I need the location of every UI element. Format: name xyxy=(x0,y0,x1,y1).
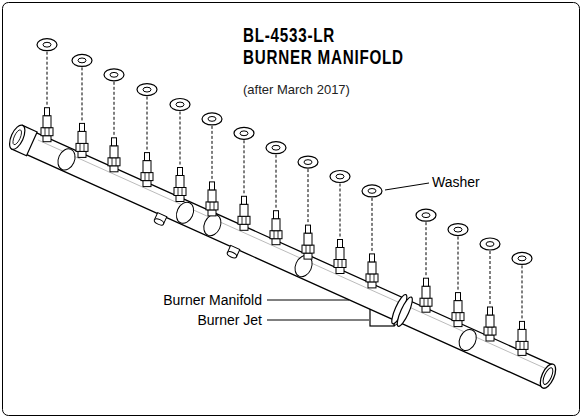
pipe-end xyxy=(537,362,559,391)
part-label: Washer xyxy=(432,174,480,190)
jet xyxy=(37,39,57,142)
jet xyxy=(480,238,500,341)
pipe-opening xyxy=(541,366,555,385)
diagram-title: BL-4533-LR BURNER MANIFOLD xyxy=(243,24,406,68)
jet xyxy=(512,252,532,355)
jet xyxy=(234,127,254,230)
pipe-group xyxy=(3,120,560,398)
part-label: Burner Jet xyxy=(197,312,262,328)
jet xyxy=(202,113,222,216)
date-note: (after March 2017) xyxy=(243,82,350,98)
leader-line xyxy=(267,300,349,301)
frame xyxy=(3,3,580,416)
elbow-end xyxy=(6,123,28,152)
pipe-highlight xyxy=(38,140,545,368)
elbow-opening xyxy=(11,129,23,146)
leader-line xyxy=(385,183,429,190)
side-port-end xyxy=(226,250,237,259)
plate xyxy=(173,199,197,226)
jet xyxy=(137,84,157,187)
side-port-end xyxy=(153,218,164,227)
jet xyxy=(448,224,468,327)
jet xyxy=(170,99,190,202)
jet xyxy=(266,142,286,245)
jet xyxy=(298,156,318,259)
plate xyxy=(55,146,79,173)
flange xyxy=(395,295,415,327)
jet xyxy=(362,185,382,288)
jet xyxy=(416,209,436,312)
jet xyxy=(104,69,124,172)
pipe xyxy=(25,132,553,387)
plate xyxy=(456,327,480,354)
leader-line xyxy=(267,320,369,321)
jet xyxy=(72,54,92,157)
part-label: Burner Manifold xyxy=(163,292,262,308)
jet xyxy=(330,171,350,274)
